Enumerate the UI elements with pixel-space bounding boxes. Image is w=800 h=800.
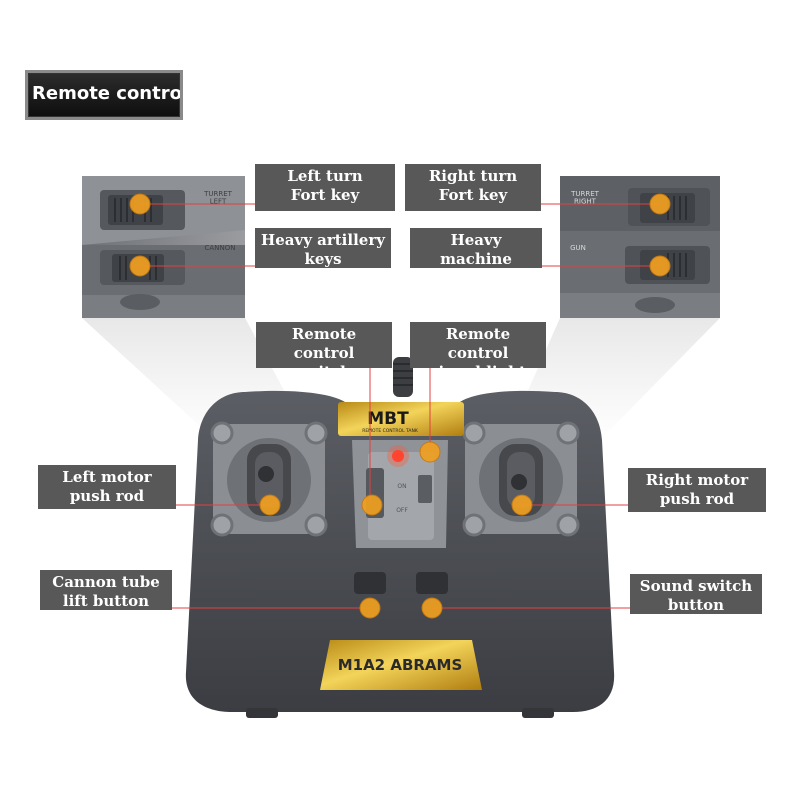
- label-cannon-tube: Cannon tube lift button: [40, 570, 172, 610]
- sound-switch-button: [416, 572, 448, 594]
- leader-lines: [140, 203, 660, 609]
- antenna-cable: [393, 357, 413, 397]
- label-signal-light: Remote control signal light: [410, 322, 546, 381]
- switch-on-label: ON: [397, 483, 406, 490]
- label-heavy-artillery: Heavy artillery keys: [255, 228, 391, 268]
- signal-led: [392, 450, 404, 462]
- label-left-motor: Left motor push rod: [38, 465, 176, 509]
- label-remote-switch: Remote control switch: [256, 322, 392, 381]
- marker-remote-switch: [361, 494, 383, 516]
- markers: [129, 193, 671, 619]
- marker-cannon-tube: [359, 597, 381, 619]
- marker-heavy-artillery: [129, 255, 151, 277]
- label-left-turn: Left turn Fort key: [255, 164, 395, 211]
- marker-right-motor: [511, 494, 533, 516]
- badge-top-text: MBT: [367, 409, 409, 429]
- label-heavy-machine-gun: Heavy machine gun button: [410, 228, 542, 287]
- title-banner: Remote contro: [25, 70, 183, 120]
- right-joystick: [462, 421, 580, 537]
- abrams-badge: M1A2 ABRAMS: [320, 640, 482, 690]
- left-panel-cannon-label: CANNON: [205, 244, 236, 252]
- badge-bottom-text: M1A2 ABRAMS: [338, 656, 463, 674]
- right-panel-gun-label: GUN: [570, 244, 586, 252]
- marker-left-motor: [259, 494, 281, 516]
- marker-left-turn: [129, 193, 151, 215]
- marker-right-turn: [649, 193, 671, 215]
- label-sound-switch: Sound switch button: [630, 574, 762, 614]
- left-joystick: [210, 421, 328, 537]
- title-text: Remote contro: [32, 83, 182, 104]
- label-right-motor: Right motor push rod: [628, 468, 766, 512]
- center-switch-panel: ON OFF: [352, 440, 448, 548]
- marker-machine-gun: [649, 255, 671, 277]
- cannon-lift-button: [354, 572, 386, 594]
- badge-top-subtext: REMOTE CONTROL TANK: [362, 428, 419, 434]
- mbt-badge: MBT REMOTE CONTROL TANK: [338, 402, 464, 436]
- marker-signal-light: [419, 441, 441, 463]
- marker-sound-switch: [421, 597, 443, 619]
- switch-off-label: OFF: [396, 507, 408, 514]
- left-zoom-panel: [82, 176, 245, 318]
- label-right-turn: Right turn Fort key: [405, 164, 541, 211]
